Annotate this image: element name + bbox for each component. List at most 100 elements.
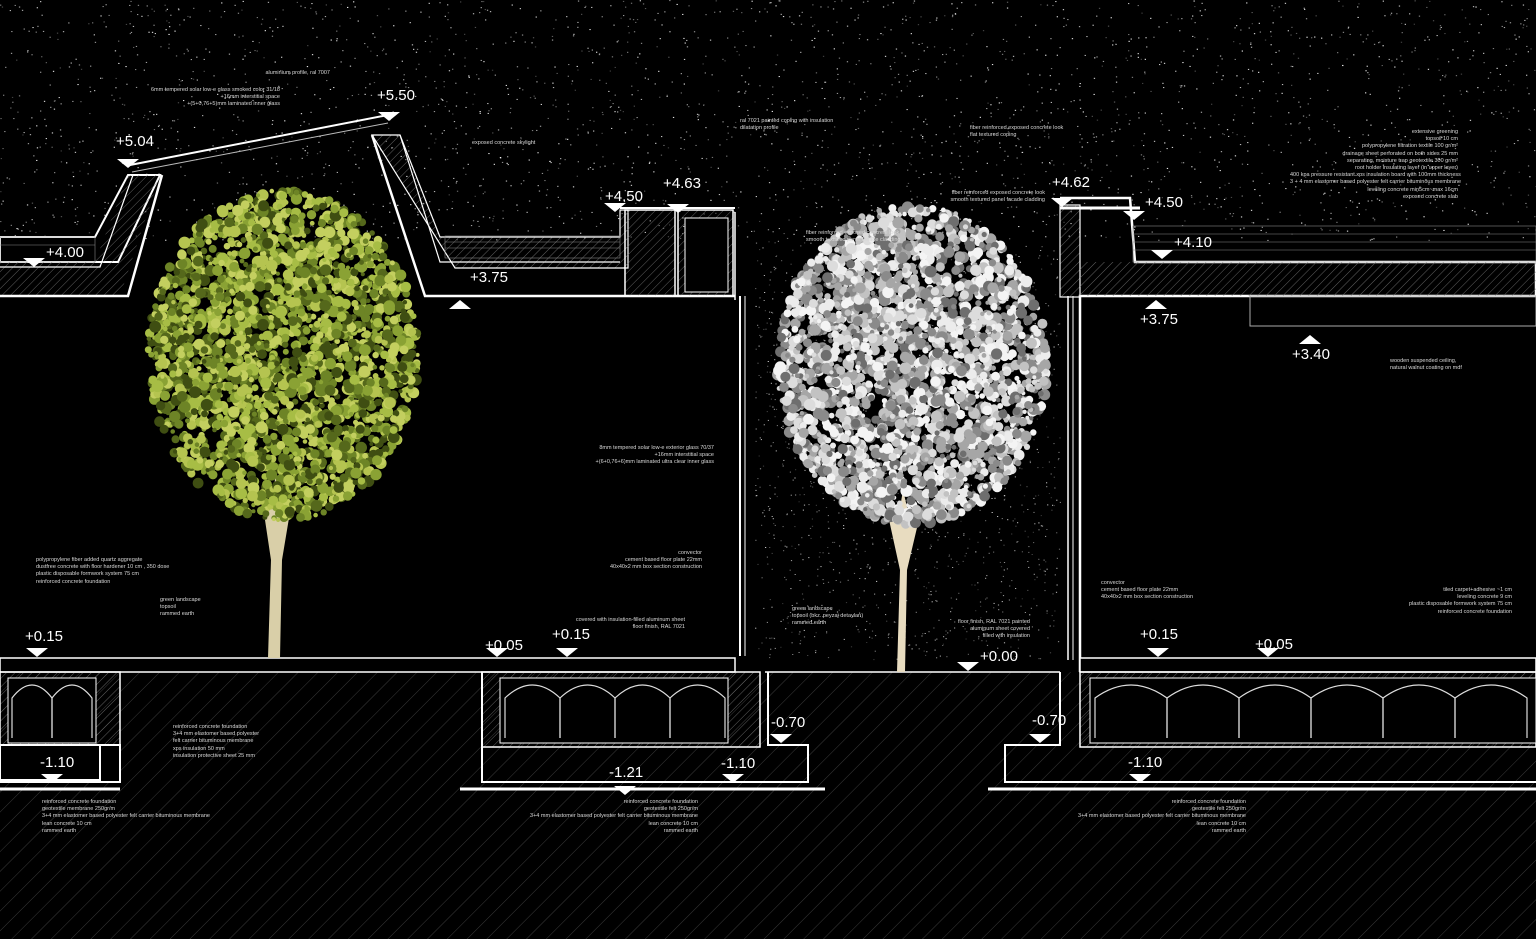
level-minus-0-70-right: -0.70 xyxy=(1032,712,1067,729)
note-line: green landscape xyxy=(792,606,833,612)
level-plus-3-75-left: +3.75 xyxy=(470,269,508,286)
note-line: ral 7021 painted coping with insulation xyxy=(740,118,834,124)
note-line: +(6+0,76+6)mm laminated ultra clear inne… xyxy=(595,459,714,466)
note-wooden-ceiling: wooden suspended ceiling,natural walnut … xyxy=(1390,358,1462,372)
note-line: rammed earth xyxy=(160,611,195,618)
note-line: geotextile membrane 250gr/m xyxy=(42,806,116,813)
note-line: +(5+0,76+5)mm laminated inner glass xyxy=(187,101,280,108)
level-minus-1-10-right: -1.10 xyxy=(1128,754,1163,771)
note-line: wooden suspended ceiling, xyxy=(1390,358,1457,364)
note-line: polypropylene fiber added quartz aggrega… xyxy=(36,557,143,563)
note-line: 400 kpa pressure resistant xps insulatio… xyxy=(1290,172,1461,179)
note-line: lean concrete 10 cm xyxy=(648,820,698,827)
level-plus-5-50: +5.50 xyxy=(377,87,415,104)
note-line: cement based floor plate 22mm xyxy=(624,557,702,564)
note-line: geotextile felt 250gr/m xyxy=(1191,806,1246,813)
note-line: smooth textured panel facade cladding xyxy=(950,197,1045,204)
note-line: covered with insulation-filled aluminum … xyxy=(575,617,685,623)
note-line: natural walnut coating on mdf xyxy=(1390,365,1462,372)
note-line: 40x40x2 mm box section construction xyxy=(1101,594,1194,601)
tree-right xyxy=(772,201,1052,672)
note-line: 3+4 mm elastomer based polyester felt ca… xyxy=(1078,813,1246,820)
note-line: topsoil xyxy=(160,604,176,611)
note-line: reinforced concrete foundation xyxy=(173,724,248,730)
level-plus-0-15-right: +0.15 xyxy=(1140,626,1178,643)
note-line: leveling concrete min5cm~max 16cm xyxy=(1367,186,1458,193)
note-line: tiled carpet+adhesive ~1 cm xyxy=(1443,587,1512,593)
note-line: rammed earth xyxy=(663,827,698,834)
note-line: xps insulation 50 mm xyxy=(173,745,225,752)
note-skylight-glass: 6mm tempered solar low-e glass smoked co… xyxy=(120,87,280,109)
note-line: 3+4 mm elastomer based polyester felt ca… xyxy=(530,813,698,820)
note-line: rammed earth xyxy=(1211,827,1246,834)
note-line: smooth textured panel facade cladding xyxy=(806,237,901,244)
level-minus-1-10-left: -1.10 xyxy=(40,754,75,771)
note-line: fiber reinforced exposed concrete look xyxy=(970,125,1064,131)
note-line: root holder insulating layer (in upper l… xyxy=(1354,165,1458,172)
note-line: 3+4 mm elastomer based polyester felt ca… xyxy=(42,813,210,820)
right-building xyxy=(1059,196,1536,672)
note-line: plastic disposable formwork system 75 cm xyxy=(1408,601,1512,608)
level-plus-4-00: +4.00 xyxy=(46,244,84,261)
note-line: filled with insulation xyxy=(982,633,1030,640)
note-line: geotextile felt 250gr/m xyxy=(643,806,698,813)
note-line: aluminium profile, ral 7007 xyxy=(265,70,330,76)
note-line: felt carrier bituminous membrane xyxy=(173,738,254,745)
note-facade-glass: 8mm tempered solar low-e exterior glass … xyxy=(560,445,714,467)
note-line: +16mm interstitial space xyxy=(220,94,280,101)
level-plus-0-00: +0.00 xyxy=(980,648,1018,665)
level-plus-3-40: +3.40 xyxy=(1292,346,1330,363)
note-line: fiber reinforced exposed concrete look xyxy=(806,230,900,236)
note-line: dustfree concrete with floor hardener 10… xyxy=(36,564,170,571)
note-line: topsoil (bkz. peyzaj detayları) xyxy=(792,613,864,620)
note-line: insulation protective sheet 25 mm xyxy=(173,752,255,759)
note-line: 3+4 mm elastomer based polyester xyxy=(173,731,260,738)
note-line: exposed concrete skylight xyxy=(472,140,536,146)
note-line: +16mm interstitial space xyxy=(654,452,714,459)
note-line: floor finish, RAL 7021 painted xyxy=(958,619,1030,625)
note-line: 8mm tempered solar low-e exterior glass … xyxy=(599,445,714,451)
left-building xyxy=(0,114,746,656)
right-foundation xyxy=(765,657,1536,791)
level-plus-5-04: +5.04 xyxy=(116,133,154,150)
note-line: plastic disposable formwork system 75 cm xyxy=(36,571,140,578)
level-plus-4-50-left: +4.50 xyxy=(605,188,643,205)
level-minus-0-70-left: -0.70 xyxy=(771,714,806,731)
level-minus-1-21: -1.21 xyxy=(609,764,644,781)
note-line: reinforced concrete foundation xyxy=(623,799,698,805)
level-plus-4-10: +4.10 xyxy=(1174,234,1212,251)
note-line: convector xyxy=(1101,580,1125,586)
note-aluminium-profile: aluminium profile, ral 7007 xyxy=(230,70,330,77)
level-markers xyxy=(23,112,1321,795)
note-line: cement based floor plate 22mm xyxy=(1101,587,1179,594)
note-line: 3 + 4 mm elastomer based polyester felt … xyxy=(1290,179,1462,186)
left-foundation xyxy=(0,657,825,791)
note-line: drainage sheet perforated on both sides … xyxy=(1342,150,1458,157)
level-plus-0-05-right: +0.05 xyxy=(1255,636,1293,653)
note-line: leveling concrete 9 cm xyxy=(1457,594,1512,601)
note-line: lean concrete 10 cm xyxy=(42,820,92,827)
level-plus-4-63: +4.63 xyxy=(663,175,701,192)
note-line: reinforced concrete foundation xyxy=(36,578,111,585)
note-line: 6mm tempered solar low-e glass smoked co… xyxy=(150,87,280,93)
note-line: convector xyxy=(678,550,702,556)
note-line: reinforced concrete foundation xyxy=(1171,799,1246,805)
level-plus-0-15-left: +0.15 xyxy=(25,628,63,645)
note-line: 40x40x2 mm box section construction xyxy=(609,564,702,571)
note-line: reinforced concrete foundation xyxy=(1437,608,1512,615)
note-line: rammed earth xyxy=(792,620,827,627)
formwork-vaults xyxy=(11,684,1528,738)
note-floor-left: polypropylene fiber added quartz aggrega… xyxy=(36,557,169,586)
note-line: fiber reinforced exposed concrete look xyxy=(951,190,1045,196)
